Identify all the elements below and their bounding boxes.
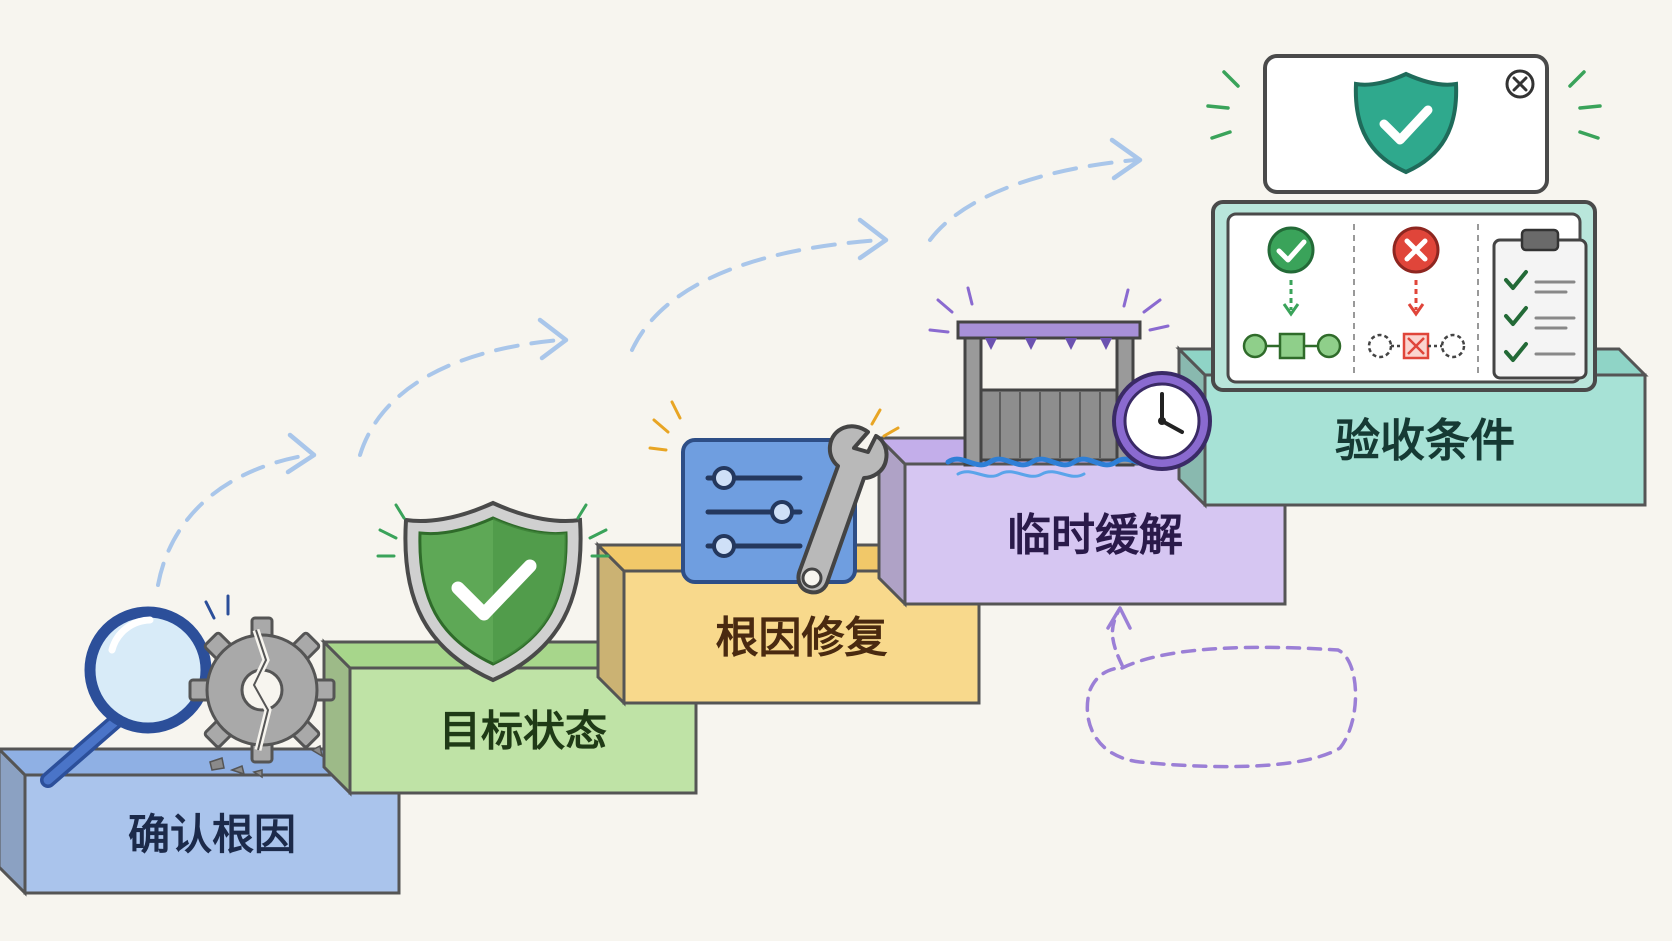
step-label-3: 根因修复	[716, 613, 888, 663]
step-label-2: 目标状态	[439, 707, 607, 756]
progress-arrow-1	[156, 453, 310, 587]
progress-arrow-heads	[285, 137, 1143, 475]
magnifier-icon	[40, 606, 212, 788]
step-block-3: 根因修复	[594, 541, 983, 707]
step-front-1	[23, 773, 401, 895]
clock-icon	[1112, 371, 1212, 471]
steps: 确认根因 目标状态 根因修复 临时缓解 验收条件	[0, 345, 1649, 897]
broken-gear-icon	[188, 594, 336, 779]
clipboard-checklist-icon	[1492, 228, 1588, 380]
green-shield-check-icon	[376, 500, 610, 683]
fail-path-icon	[1367, 226, 1466, 360]
pass-path-icon	[1242, 226, 1342, 360]
progress-arrow-2	[358, 338, 562, 457]
step-label-5: 验收条件	[1335, 414, 1515, 467]
progress-arrows	[156, 158, 1137, 587]
step-label-4: 临时缓解	[1007, 510, 1183, 561]
wrench-icon	[648, 400, 900, 595]
feedback-loop-path	[1085, 645, 1358, 769]
step-label-1: 确认根因	[128, 810, 296, 859]
progress-arrow-3	[630, 238, 882, 352]
step-block-1: 确认根因	[0, 747, 403, 897]
feedback-loop	[1085, 606, 1358, 769]
progress-arrow-4	[928, 158, 1137, 242]
verified-dialog-icon	[1206, 54, 1602, 194]
verification-board-icon	[1211, 200, 1597, 392]
